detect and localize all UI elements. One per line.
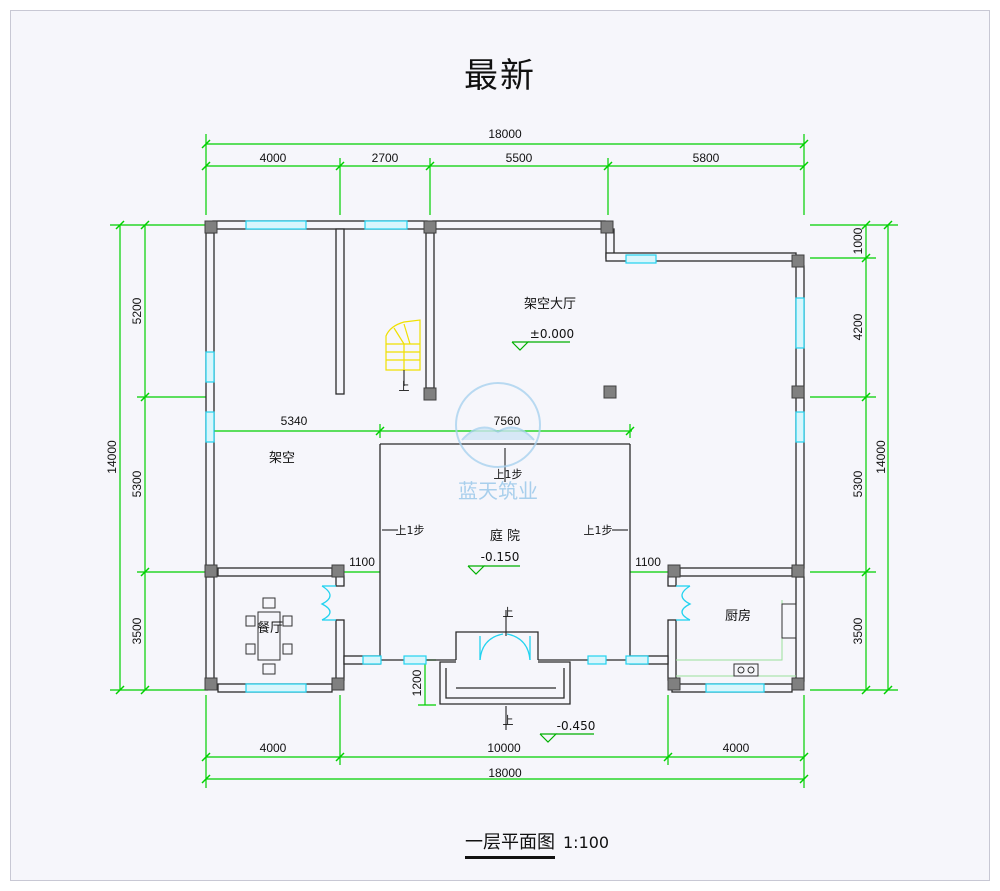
room-hall-label: 架空大厅 [524,297,576,312]
dim-left-seg-1: 5200 [130,297,144,324]
dim-bottom-total: 18000 [488,766,522,780]
dim-bottom-seg-2: 10000 [487,741,521,755]
room-courtyard-level: -0.150 [481,550,520,564]
plan-caption: 一层平面图 1:100 [465,828,609,859]
plan-scale: 1:100 [563,833,610,852]
dining-table [245,597,293,675]
dimension-ticks [115,139,893,784]
dim-1100-left: 1100 [349,555,375,569]
step-label-left: 上1步 [396,524,425,537]
watermark-logo [455,382,541,468]
step-label-top: 上1步 [494,468,523,481]
room-courtyard-label: 庭 院 [490,528,520,544]
dim-top-seg-1: 4000 [260,151,287,165]
plan-name: 一层平面图 [465,828,555,859]
stair-up-label: 上 [399,380,410,393]
dim-top-seg-2: 2700 [372,151,399,165]
dim-right-seg-1: 1000 [851,227,865,254]
entry-up-label: 上 [503,606,514,619]
room-hall-level: ±0.000 [530,327,574,341]
dim-left-seg-3: 3500 [130,617,144,644]
bottom-up-label: 上 [503,714,514,727]
watermark-text: 蓝天筑业 [458,479,538,503]
level-markers [467,341,594,743]
dim-bottom-seg-3: 4000 [723,741,750,755]
step-label-right: 上1步 [584,524,613,537]
dim-right-seg-2: 4200 [851,313,865,340]
kitchen-counter [676,600,797,677]
outdoor-level: -0.450 [557,719,596,733]
dim-right-seg-3: 5300 [851,470,865,497]
dim-right-total: 14000 [874,440,888,474]
windows [205,220,805,693]
dim-inner-7560: 7560 [494,414,521,428]
room-open-space-label: 架空 [269,451,295,466]
dim-right-seg-4: 3500 [851,617,865,644]
page-title: 最新 [464,56,536,96]
dim-1100-right: 1100 [635,555,661,569]
dim-entry-1200: 1200 [410,669,424,696]
dim-left-seg-2: 5300 [130,470,144,497]
dimension-lines [110,134,898,788]
dim-inner-5340: 5340 [281,414,308,428]
room-kitchen-label: 厨房 [725,608,751,624]
room-dining-label: 餐厅 [257,620,283,636]
stair [385,319,421,371]
doors [320,585,692,661]
dim-left-total: 14000 [105,440,119,474]
dim-top-total: 18000 [488,127,522,141]
courtyard-outline [379,443,631,705]
dim-top-seg-4: 5800 [693,151,720,165]
columns [204,220,805,691]
dim-top-seg-3: 5500 [506,151,533,165]
step-arrows [382,370,628,730]
dim-bottom-seg-1: 4000 [260,741,287,755]
drawing-frame [10,10,990,881]
